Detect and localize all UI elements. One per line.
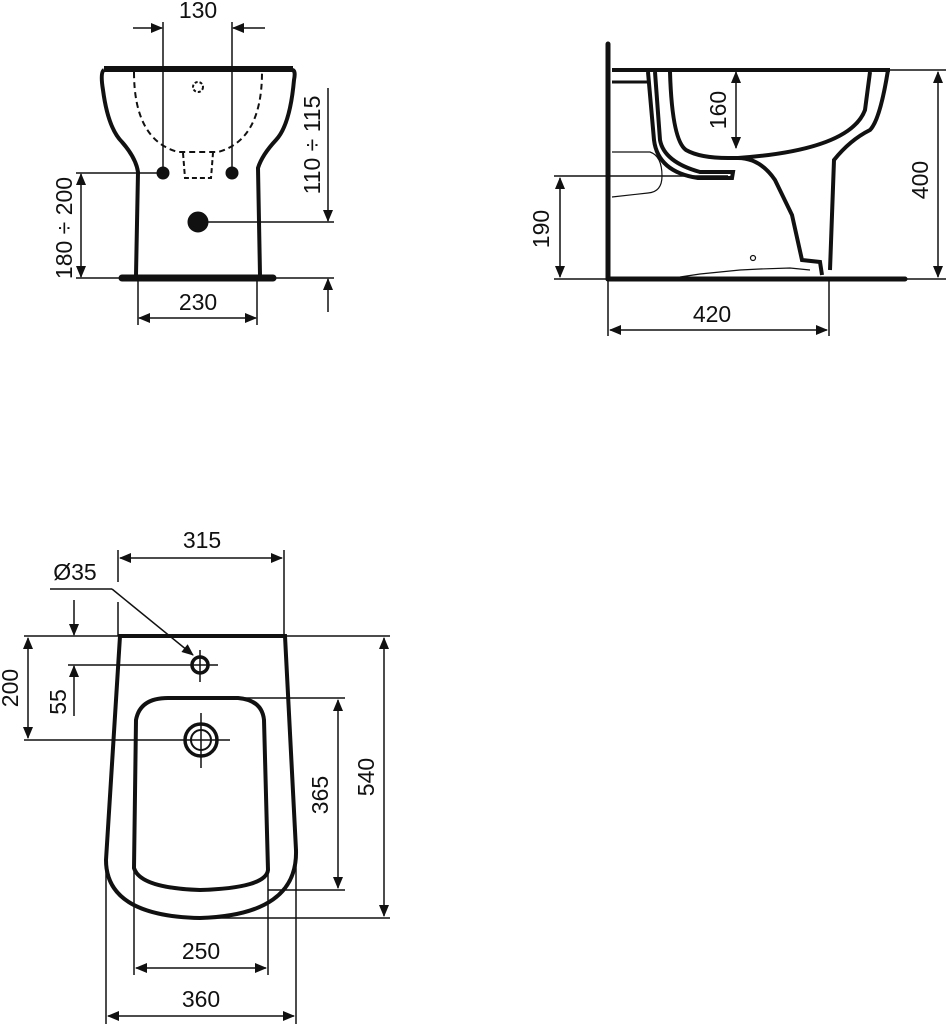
dim-front-inlet-height: 180 ÷ 200: [51, 177, 77, 279]
dim-outlet-height: 110 ÷ 115: [299, 96, 325, 195]
dim-tap-hole-offset: 55: [45, 689, 71, 715]
front-view: [76, 22, 334, 325]
dim-drain-offset: 200: [0, 669, 23, 707]
side-view: [554, 41, 946, 336]
top-view: [23, 550, 390, 1024]
dim-total-width: 360: [182, 986, 220, 1012]
dim-tap-hole-diameter: Ø35: [53, 559, 96, 585]
dim-tap-holes-spacing: 130: [179, 0, 217, 23]
dim-total-height: 400: [907, 161, 933, 199]
dim-rear-width: 315: [183, 527, 221, 553]
dim-base-width: 230: [179, 289, 217, 315]
dim-bowl-length: 365: [307, 776, 333, 814]
dim-total-length: 540: [353, 758, 379, 796]
dim-bowl-width: 250: [182, 938, 220, 964]
dim-side-inlet-height: 190: [528, 210, 554, 248]
dim-bowl-depth: 160: [705, 91, 731, 129]
dim-depth: 420: [693, 301, 731, 327]
